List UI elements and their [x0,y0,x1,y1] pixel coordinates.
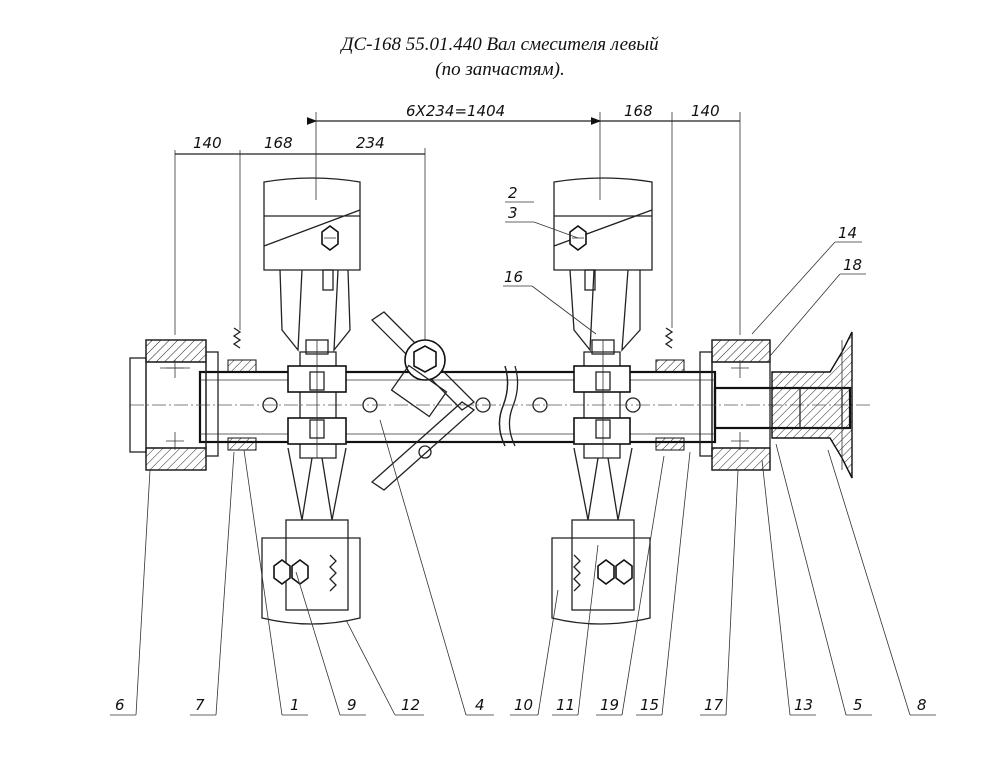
dim-right-168: 168 [624,102,653,120]
paddle-hub-left [287,339,347,459]
callout-12: 12 [401,696,420,714]
callout-3: 3 [508,204,518,222]
diagonal-blade [370,311,476,491]
dim-pitch-234: 234 [356,134,385,152]
callout-7: 7 [195,696,205,714]
leader-lines [110,201,936,716]
callout-8: 8 [917,696,927,714]
left-bearing-assembly [129,327,257,471]
lower-paddle-left [261,447,361,625]
callout-18: 18 [843,256,862,274]
callout-2: 2 [508,184,518,202]
callout-6: 6 [115,696,125,714]
callout-1: 1 [290,696,300,714]
drawing-title: ДС-168 55.01.440 Вал смесителя левый (по… [0,32,1000,82]
callout-14: 14 [838,224,857,242]
callout-numbers: 2 3 16 14 18 6 7 1 9 12 4 10 11 19 15 17… [115,184,927,714]
shaft [130,365,870,447]
right-bearing-assembly [655,327,853,479]
callout-17: 17 [704,696,724,714]
callout-11: 11 [556,696,575,714]
nut-icon [615,559,633,585]
nut-icon [273,559,291,585]
nut-icon [291,559,309,585]
dim-right-140: 140 [691,102,720,120]
bolt-head-icon [413,345,437,373]
callout-16: 16 [504,268,523,286]
callout-4: 4 [475,696,485,714]
callout-10: 10 [514,696,533,714]
upper-paddle-left [263,177,361,352]
callout-9: 9 [347,696,357,714]
dim-left-140: 140 [193,134,222,152]
dimension-values: 6X234=1404 168 140 140 168 234 [193,102,720,152]
dimension-lines [174,112,741,345]
title-line-1: ДС-168 55.01.440 Вал смесителя левый [341,34,659,55]
dim-left-168: 168 [264,134,293,152]
lower-paddle-right [551,447,651,625]
upper-paddle-right [553,177,653,352]
callout-5: 5 [853,696,863,714]
callout-19: 19 [600,696,619,714]
title-line-2: (по запчастям). [435,59,565,80]
dim-total: 6X234=1404 [406,102,505,120]
callout-15: 15 [640,696,659,714]
nut-icon [597,559,615,585]
paddle-hub-right [573,339,631,459]
callout-13: 13 [794,696,813,714]
